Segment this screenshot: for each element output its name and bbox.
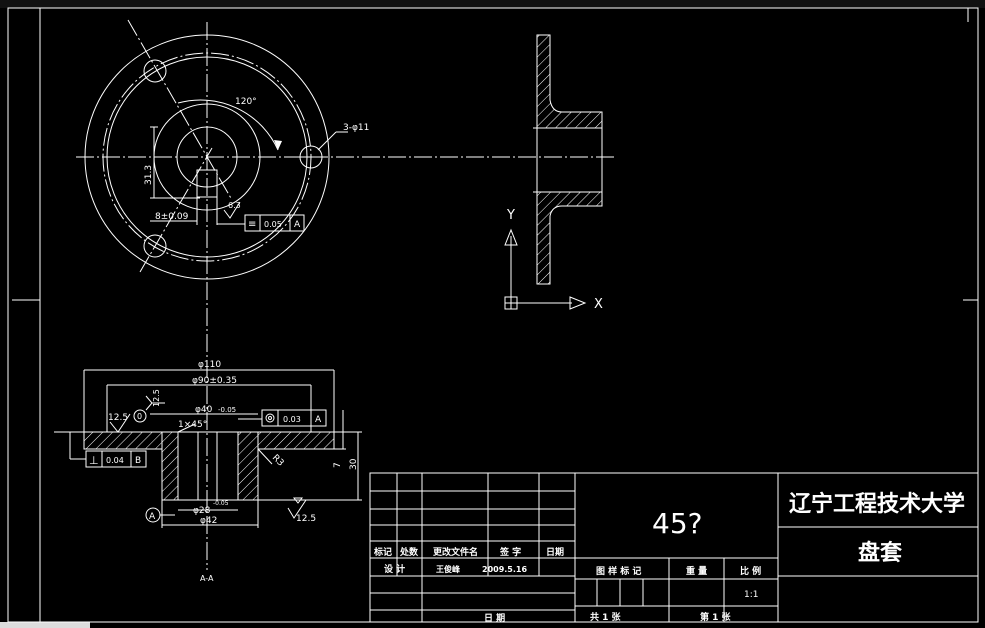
- rough-circle-mark: 0: [137, 412, 142, 421]
- date-label: 日 期: [484, 612, 505, 624]
- sheets-total: 共 1 张: [590, 611, 622, 623]
- designer-name: 王俊峰: [436, 564, 460, 574]
- rough-left: 12.5: [108, 413, 128, 423]
- design-date: 2009.5.16: [482, 565, 527, 574]
- hdr-date: 日期: [546, 546, 564, 558]
- hub-right-wall: [237, 431, 259, 501]
- rough-bottom: 12.5: [296, 514, 316, 524]
- ucs-y-label: Y: [506, 208, 515, 223]
- bore-tol: -0.05: [218, 406, 236, 414]
- title-block: 45? 辽宁工程技术大学 盘套 标记 处数 更改文件名 签 字 日期 设 计 王…: [369, 472, 979, 624]
- inner-dia-dim: φ28: [193, 506, 211, 516]
- side-section-top: [536, 34, 603, 129]
- flange-right: [257, 431, 335, 450]
- scale-value: 1:1: [744, 590, 758, 600]
- sym-datum: A: [294, 220, 301, 230]
- inner-tol: -0.05: [213, 500, 229, 507]
- symmetry-icon: ≡: [248, 219, 256, 230]
- ucs-icon: Y X: [504, 208, 603, 312]
- overall-dia-dim: φ110: [198, 360, 221, 370]
- side-view: [533, 34, 603, 285]
- side-section-bottom: [536, 191, 603, 285]
- total-height-dim: 30: [349, 458, 359, 470]
- holes-dim: 3-φ11: [343, 123, 369, 133]
- key-depth-dim: 31.3: [144, 165, 154, 185]
- hdr-mark: 标记: [373, 546, 392, 558]
- material-text: 45?: [652, 507, 703, 540]
- bore-dia-dim: φ40: [195, 405, 213, 415]
- ucs-x-label: X: [594, 297, 603, 312]
- hdr-doc: 更改文件名: [433, 546, 478, 558]
- bolt-hole-bottom: [143, 234, 167, 258]
- front-view: 120° 3-φ11 31.3 8±0.09 6.3 ≡ 0.05 A: [76, 19, 615, 570]
- drawing-frame: [7, 7, 979, 623]
- bolt-hole-top: [143, 59, 167, 83]
- stage-label: 图 样 标 记: [596, 565, 641, 577]
- bottom-status-strip: [0, 622, 90, 628]
- conc-datum: A: [315, 415, 322, 425]
- hub-dia-dim: φ42: [200, 516, 217, 526]
- fillet-dim: R3: [270, 453, 286, 469]
- rough-top: 12.5: [152, 389, 161, 407]
- hub-left-wall: [161, 431, 179, 501]
- angle-dim: 120°: [235, 97, 257, 107]
- bolt-circle-dim: φ90±0.35: [192, 376, 237, 386]
- top-bar: [0, 0, 985, 8]
- sym-tol: 0.05: [264, 220, 282, 229]
- rough-key: 6.3: [228, 201, 241, 210]
- sheet-number: 第 1 张: [700, 611, 732, 623]
- concentricity-icon: [265, 413, 275, 423]
- key-width-dim: 8±0.09: [155, 212, 189, 222]
- flange-thk-dim: 7: [333, 462, 343, 468]
- section-view: φ110 φ90±0.35 φ40 -0.05 1×45° 12.5 0 12.…: [54, 360, 362, 583]
- section-label: A-A: [200, 574, 214, 583]
- design-label: 设 计: [384, 563, 405, 575]
- conc-tol: 0.03: [283, 415, 301, 424]
- scale-label: 比 例: [740, 565, 761, 577]
- datum-a-label: A: [149, 512, 156, 522]
- perp-tol: 0.04: [106, 456, 124, 465]
- perpendicularity-icon: ⊥: [89, 454, 99, 467]
- flange-left: [83, 431, 163, 450]
- school-name: 辽宁工程技术大学: [789, 491, 965, 517]
- hdr-sign: 签 字: [499, 546, 521, 558]
- hdr-count: 处数: [399, 546, 419, 558]
- part-name: 盘套: [858, 540, 902, 566]
- chamfer-dim: 1×45°: [178, 420, 207, 430]
- perp-datum: B: [135, 456, 141, 466]
- weight-label: 重 量: [686, 565, 707, 577]
